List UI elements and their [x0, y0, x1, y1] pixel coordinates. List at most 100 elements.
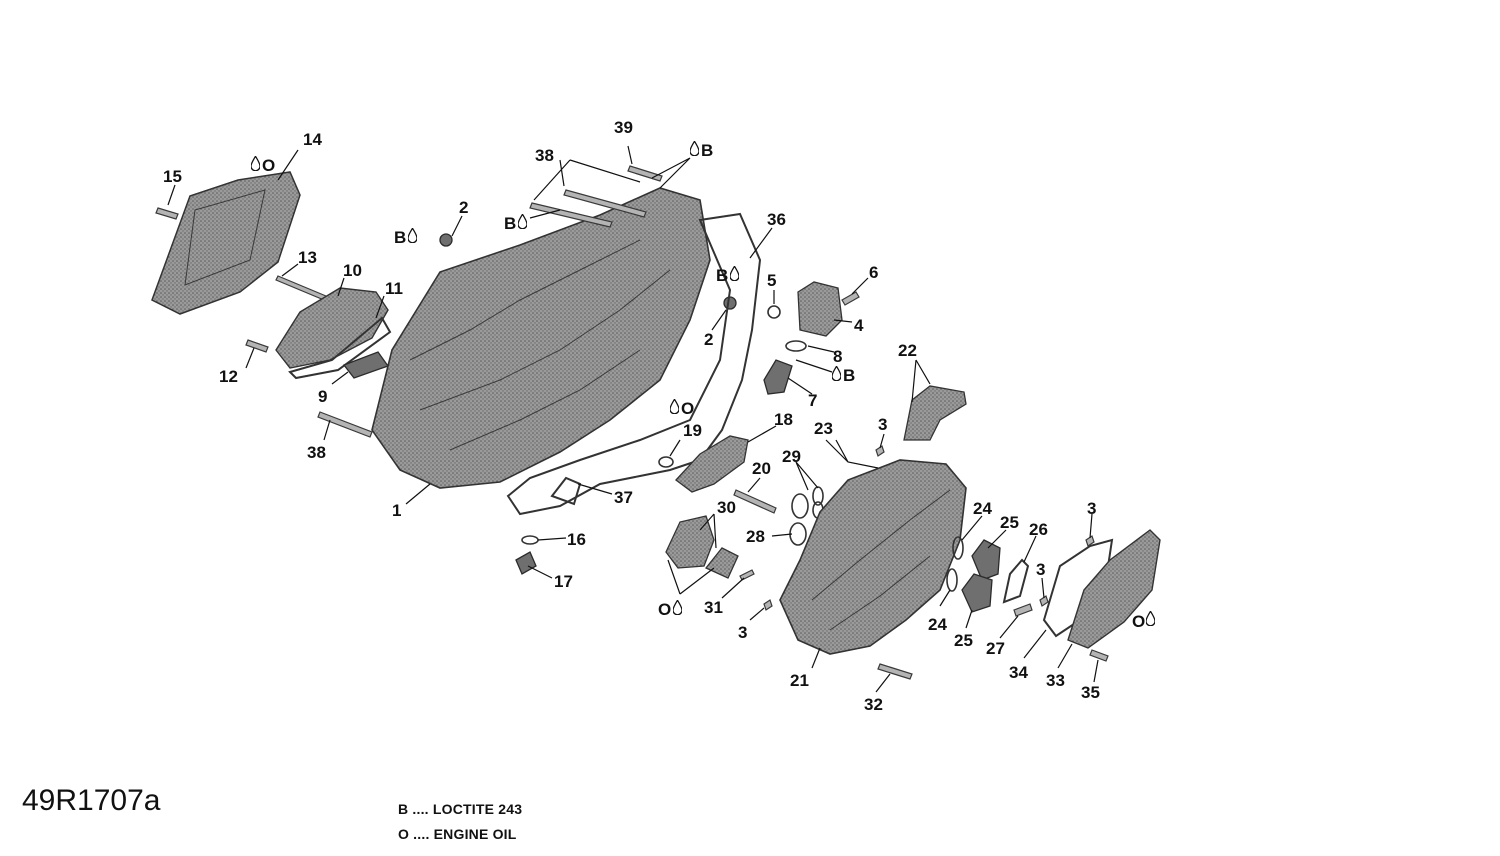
svg-text:O: O [658, 600, 671, 619]
part-10-cover [275, 287, 389, 369]
callout-10: 10 [343, 261, 362, 280]
callout-31: 31 [704, 598, 723, 617]
marker-loctite: B [832, 366, 855, 385]
svg-text:B: B [394, 228, 406, 247]
marker-engine-oil: O [1132, 611, 1155, 631]
callout-23: 23 [814, 419, 833, 438]
part-16-washer [521, 535, 539, 545]
part-21-pump-body-web [811, 489, 951, 631]
callout-25: 25 [954, 631, 973, 650]
part-30-bearing-small [704, 547, 739, 579]
part-28-o-ring-a [789, 522, 807, 546]
part-18-screen [675, 435, 749, 493]
callout-39: 39 [614, 118, 633, 137]
part-5-o-ring [767, 305, 781, 319]
callout-12: 12 [219, 367, 238, 386]
callout-34: 34 [1009, 663, 1028, 682]
callout-4: 4 [854, 316, 864, 335]
marker-engine-oil: O [670, 399, 694, 418]
part-3-pin-a [763, 599, 773, 611]
marker-loctite: B [716, 266, 739, 285]
callout-5: 5 [767, 271, 776, 290]
part-1-crankcase [371, 187, 711, 489]
callout-18: 18 [774, 410, 793, 429]
part-6-bolt [841, 291, 860, 306]
callout-1: 1 [392, 501, 401, 520]
part-38-bolt-left [317, 411, 373, 438]
svg-text:B: B [843, 366, 855, 385]
part-30-bearing-large [665, 515, 715, 569]
callout-11: 11 [385, 279, 403, 298]
callout-26: 26 [1029, 520, 1048, 539]
marker-engine-oil: O [658, 600, 682, 619]
callout-6: 6 [869, 263, 878, 282]
callout-38: 38 [535, 146, 554, 165]
part-2-plug-top [439, 233, 453, 247]
part-32-bolt [877, 663, 913, 680]
part-36-gasket [506, 212, 762, 516]
marker-loctite: B [690, 141, 713, 160]
callout-7: 7 [808, 391, 817, 410]
part-14-cover [151, 171, 301, 315]
lubricant-markers: O B B B B B O O O [251, 141, 1155, 631]
callout-38: 38 [307, 443, 326, 462]
part-20-shaft [733, 489, 777, 514]
part-24-o-ring-a [952, 536, 964, 560]
callout-37: 37 [614, 488, 633, 507]
svg-text:B: B [504, 214, 516, 233]
marker-loctite: B [394, 228, 417, 247]
callout-33: 33 [1046, 671, 1065, 690]
part-24-o-ring-b [946, 568, 958, 592]
part-29-o-ring-a [791, 493, 809, 519]
callout-labels: 1 2 2 3 3 3 3 4 5 6 7 8 9 10 11 12 13 14… [163, 118, 1100, 714]
svg-text:O: O [262, 156, 275, 175]
callout-30: 30 [717, 498, 736, 517]
part-14-cover-rib [184, 189, 266, 286]
part-26-plate [1002, 558, 1030, 604]
part-38-bolt-top-a [529, 202, 613, 228]
callout-22: 22 [898, 341, 917, 360]
part-34-gasket [1042, 538, 1114, 638]
part-25-rotor-b [961, 573, 993, 613]
callout-3: 3 [1036, 560, 1045, 579]
svg-text:B: B [701, 141, 713, 160]
part-13-bolt [275, 275, 327, 301]
svg-text:O: O [1132, 612, 1145, 631]
part-37-bracket [550, 476, 582, 506]
part-27-bolt [1013, 603, 1033, 617]
callout-16: 16 [567, 530, 586, 549]
callout-3: 3 [1087, 499, 1096, 518]
part-31-pin [739, 569, 755, 581]
part-19-o-ring [658, 456, 674, 468]
part-29-o-ring-b [812, 486, 824, 506]
part-33-cover [1067, 529, 1161, 649]
callout-20: 20 [752, 459, 771, 478]
marker-loctite: B [504, 214, 527, 233]
svg-text:O: O [681, 399, 694, 418]
callout-21: 21 [790, 671, 809, 690]
callout-15: 15 [163, 167, 182, 186]
leader-lines [167, 145, 1099, 693]
callout-2: 2 [459, 198, 468, 217]
part-17-plug [515, 551, 537, 575]
part-35-bolt [1089, 649, 1109, 662]
callout-36: 36 [767, 210, 786, 229]
callout-3: 3 [738, 623, 747, 642]
part-8-o-ring [785, 340, 807, 352]
legend-loctite: B .... LOCTITE 243 [398, 801, 523, 817]
callout-24: 24 [973, 499, 992, 518]
part-11-gasket [288, 316, 392, 380]
part-25-rotor-a [971, 539, 1001, 581]
part-39-bolt [627, 165, 663, 182]
callout-9: 9 [318, 387, 327, 406]
callout-27: 27 [986, 639, 1005, 658]
part-7-sensor [763, 359, 793, 395]
svg-text:B: B [716, 266, 728, 285]
callout-24: 24 [928, 615, 947, 634]
callout-19: 19 [683, 421, 702, 440]
figure-code: 49R1707a [22, 784, 161, 817]
callout-14: 14 [303, 130, 322, 149]
part-38-bolt-top-b [563, 189, 647, 218]
part-4-housing [797, 281, 843, 337]
